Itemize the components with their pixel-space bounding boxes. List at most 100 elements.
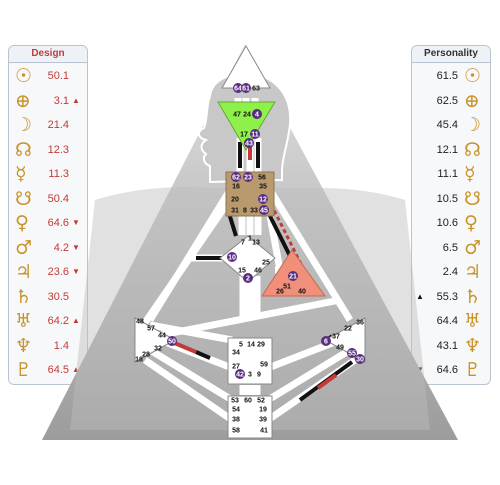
gate-14[interactable]: 14 [247,342,255,349]
gate-8[interactable]: 8 [243,208,247,215]
gate-49[interactable]: 49 [336,345,344,352]
gate-56[interactable]: 56 [258,175,266,182]
gate-48[interactable]: 48 [136,319,144,326]
gate-55[interactable]: 55 [348,351,356,358]
personality-row[interactable]: ♃2.4 [412,260,490,284]
mars-icon: ♂ [464,236,482,259]
gate-23[interactable]: 23 [244,175,252,182]
design-row[interactable]: ☿11.3 [9,162,87,186]
gate-4[interactable]: 4 [255,112,259,119]
gate-5[interactable]: 5 [239,342,243,349]
gate-badge [227,252,237,262]
gate-62[interactable]: 62 [232,175,240,182]
gate-18[interactable]: 18 [135,357,143,364]
gate-26[interactable]: 26 [276,289,284,296]
gate-39[interactable]: 39 [259,417,267,424]
gate-13[interactable]: 13 [252,240,260,247]
jupiter-icon: ♃ [464,261,482,283]
gate-57[interactable]: 57 [147,326,155,333]
gate-60[interactable]: 60 [244,398,252,405]
gate-59[interactable]: 59 [260,362,268,369]
design-row[interactable]: ♀64.6▼ [9,211,87,235]
gate-11[interactable]: 11 [251,132,259,139]
gate-44[interactable]: 44 [158,333,166,340]
gate-9[interactable]: 9 [257,372,261,379]
gate-1[interactable]: 1 [248,236,252,243]
design-row[interactable]: ♃23.6▼ [9,260,87,284]
gate-42[interactable]: 42 [236,372,244,379]
personality-row[interactable]: ☋10.5 [412,187,490,211]
design-row[interactable]: ♇64.5▲ [9,358,87,382]
head-center[interactable] [221,44,271,89]
personality-row[interactable]: ♄55.3▲ [412,285,490,309]
gate-10[interactable]: 10 [228,255,236,262]
gate-28[interactable]: 28 [142,352,150,359]
personality-row[interactable]: ☊12.1 [412,138,490,162]
design-row[interactable]: ☊12.3 [9,138,87,162]
gate-7[interactable]: 7 [241,240,245,247]
gate-37[interactable]: 37 [332,334,340,341]
gate-54[interactable]: 54 [232,407,240,414]
gate-47[interactable]: 47 [233,112,241,119]
personality-row[interactable]: ♀10.6 [412,211,490,235]
gate-6[interactable]: 6 [324,339,328,346]
design-row[interactable]: ♅64.2▲ [9,309,87,333]
gate-27[interactable]: 27 [232,364,240,371]
gate-20[interactable]: 20 [231,197,239,204]
gate-35[interactable]: 35 [259,184,267,191]
personality-row[interactable]: ☉61.5 [412,64,490,88]
gate-22[interactable]: 22 [344,326,352,333]
gate-19[interactable]: 19 [259,407,267,414]
gate-2[interactable]: 2 [246,276,250,283]
gate-33[interactable]: 33 [250,208,258,215]
design-row[interactable]: ☉50.1 [9,64,87,88]
personality-row[interactable]: ♅64.4 [412,309,490,333]
gate-badge [243,172,253,182]
gate-16[interactable]: 16 [232,184,240,191]
gate-63[interactable]: 63 [252,86,260,93]
gate-46[interactable]: 46 [254,268,262,275]
gate-30[interactable]: 30 [356,357,364,364]
gate-17[interactable]: 17 [240,132,248,139]
root-center[interactable] [227,395,273,439]
gate-32[interactable]: 32 [154,346,162,353]
gate-24[interactable]: 24 [243,112,251,119]
gate-45[interactable]: 45 [260,208,268,215]
design-row[interactable]: ⊕3.1▲ [9,89,87,113]
personality-row[interactable]: ♇64.6▼ [412,358,490,382]
personality-row[interactable]: ⊕62.5 [412,89,490,113]
design-row[interactable]: ☋50.4 [9,187,87,211]
gate-29[interactable]: 29 [257,342,265,349]
design-row[interactable]: ☽21.4 [9,113,87,137]
design-row[interactable]: ♂4.2▼ [9,236,87,260]
personality-row[interactable]: ☿11.1 [412,162,490,186]
gate-15[interactable]: 15 [238,268,246,275]
gate-50[interactable]: 50 [168,339,176,346]
gate-61[interactable]: 61 [242,86,250,93]
gate-41[interactable]: 41 [260,428,268,435]
gate-3[interactable]: 3 [248,372,252,379]
personality-row[interactable]: ☽45.4 [412,113,490,137]
gate-36[interactable]: 36 [356,320,364,327]
gate-31[interactable]: 31 [231,208,239,215]
sacral-center[interactable] [227,337,273,385]
gate-43[interactable]: 43 [245,141,253,148]
gate-34[interactable]: 34 [232,350,240,357]
personality-gate-value: 64.4 [436,315,458,327]
gate-58[interactable]: 58 [232,428,240,435]
gate-25[interactable]: 25 [262,260,270,267]
design-row[interactable]: ♄30.5 [9,285,87,309]
gate-badge [258,194,268,204]
gate-64[interactable]: 64 [234,86,242,93]
gate-21[interactable]: 21 [289,274,297,281]
gate-52[interactable]: 52 [257,398,265,405]
gate-12[interactable]: 12 [259,197,267,204]
spleen-center[interactable] [134,317,177,363]
gate-40[interactable]: 40 [298,289,306,296]
gate-38[interactable]: 38 [232,417,240,424]
gate-51[interactable]: 51 [283,284,291,291]
personality-row[interactable]: ♆43.1 [412,334,490,358]
personality-row[interactable]: ♂6.5 [412,236,490,260]
design-row[interactable]: ♆1.4 [9,334,87,358]
gate-53[interactable]: 53 [231,398,239,405]
